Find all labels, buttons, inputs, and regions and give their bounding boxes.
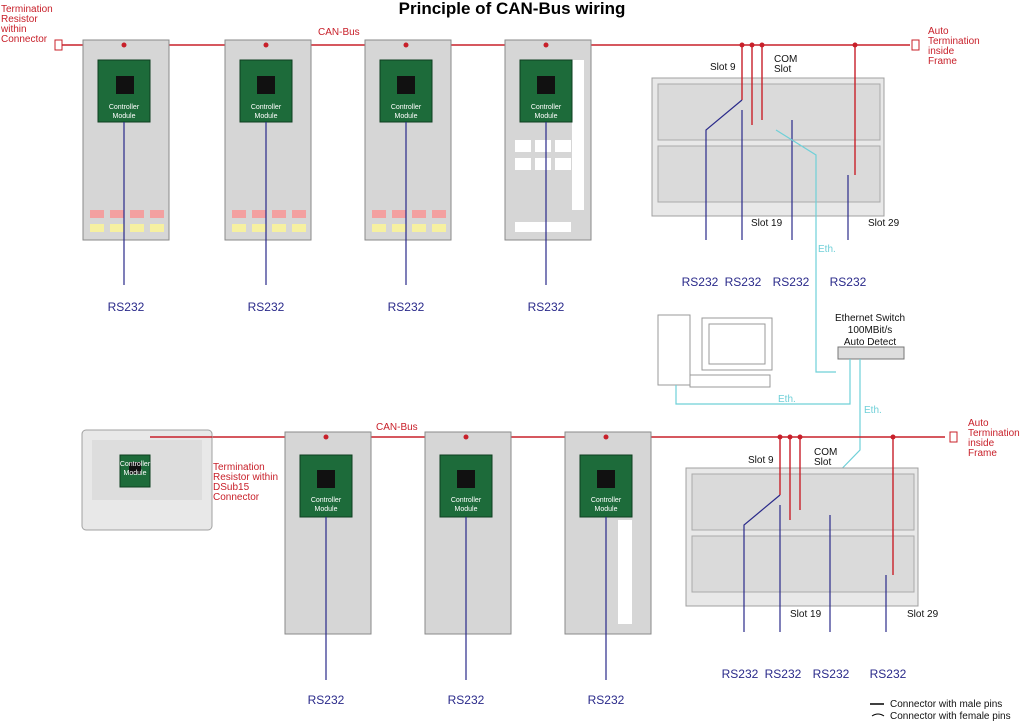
- svg-text:Connector: Connector: [1, 34, 48, 45]
- svg-text:Termination: Termination: [213, 462, 265, 473]
- top-panel-2-rs232: RS232: [248, 300, 285, 314]
- top-right-termination: Auto Termination inside Frame: [911, 26, 980, 67]
- svg-text:Auto Detect: Auto Detect: [844, 337, 896, 348]
- top-can-bus: CAN-Bus: [62, 27, 910, 46]
- svg-text:RS232: RS232: [448, 693, 485, 707]
- top-left-termination: Termination Resistor within Connector: [0, 4, 63, 51]
- bottom-frame: Slot 9 COM Slot Slot 19 Slot 29 RS232 RS…: [685, 434, 939, 681]
- svg-text:Controller: Controller: [109, 104, 140, 111]
- svg-text:RS232: RS232: [722, 667, 759, 681]
- svg-text:Termination: Termination: [928, 36, 980, 47]
- svg-text:DSub15: DSub15: [213, 482, 250, 493]
- top-panel-3-rs232: RS232: [388, 300, 425, 314]
- svg-text:RS232: RS232: [682, 275, 719, 289]
- svg-text:Controller: Controller: [591, 497, 622, 504]
- svg-text:Module: Module: [595, 506, 618, 513]
- svg-text:RS232: RS232: [773, 275, 810, 289]
- svg-text:Module: Module: [395, 113, 418, 120]
- svg-text:Termination: Termination: [968, 428, 1020, 439]
- svg-text:Controller: Controller: [531, 104, 562, 111]
- svg-text:Eth.: Eth.: [864, 405, 882, 416]
- svg-text:Auto: Auto: [968, 418, 989, 429]
- svg-text:Module: Module: [124, 470, 147, 477]
- svg-text:Controller: Controller: [251, 104, 282, 111]
- top-panel-1: Controller Module RS232: [82, 39, 170, 314]
- svg-text:Module: Module: [455, 506, 478, 513]
- svg-text:Controller: Controller: [311, 497, 342, 504]
- top-panel-1-rs232: RS232: [108, 300, 145, 314]
- svg-text:Module: Module: [255, 113, 278, 120]
- svg-text:Frame: Frame: [928, 56, 957, 67]
- bottom-can-bus-label: CAN-Bus: [376, 422, 418, 433]
- top-panel-3: Controller Module RS232: [364, 39, 452, 314]
- ethernet-switch: Ethernet Switch 100MBit/s Auto Detect: [835, 313, 905, 360]
- svg-text:RS232: RS232: [725, 275, 762, 289]
- svg-text:COM: COM: [814, 447, 837, 458]
- svg-text:Connector: Connector: [213, 492, 260, 503]
- svg-text:Slot 29: Slot 29: [907, 609, 939, 620]
- bottom-panel-3: Controller Module RS232: [564, 431, 652, 707]
- svg-text:Resistor: Resistor: [1, 14, 38, 25]
- svg-text:Slot 9: Slot 9: [748, 455, 774, 466]
- svg-text:Module: Module: [113, 113, 136, 120]
- svg-text:100MBit/s: 100MBit/s: [848, 325, 892, 336]
- bottom-small-panel: Controller Module Termination Resistor w…: [81, 429, 278, 531]
- svg-text:RS232: RS232: [870, 667, 907, 681]
- svg-text:Frame: Frame: [968, 448, 997, 459]
- svg-text:Eth.: Eth.: [778, 394, 796, 405]
- svg-text:Controller: Controller: [451, 497, 482, 504]
- svg-text:Slot 19: Slot 19: [790, 609, 822, 620]
- svg-text:RS232: RS232: [830, 275, 867, 289]
- svg-text:Controller: Controller: [120, 461, 151, 468]
- svg-text:Eth.: Eth.: [818, 244, 836, 255]
- svg-text:Slot: Slot: [774, 64, 791, 75]
- legend-female: Connector with female pins: [890, 711, 1011, 722]
- svg-text:RS232: RS232: [588, 693, 625, 707]
- svg-text:inside: inside: [928, 46, 955, 57]
- svg-text:Slot: Slot: [814, 457, 831, 468]
- top-panel-2: Controller Module RS232: [224, 39, 312, 314]
- top-slot9-label: Slot 9: [710, 62, 736, 73]
- pc: [657, 314, 773, 388]
- svg-text:Auto: Auto: [928, 26, 949, 37]
- top-can-bus-label: CAN-Bus: [318, 27, 360, 38]
- svg-text:inside: inside: [968, 438, 995, 449]
- svg-text:Ethernet Switch: Ethernet Switch: [835, 313, 905, 324]
- svg-text:within: within: [0, 24, 27, 35]
- svg-text:Module: Module: [535, 113, 558, 120]
- top-slot29-label: Slot 29: [868, 218, 900, 229]
- svg-text:RS232: RS232: [308, 693, 345, 707]
- bottom-panel-1: Controller Module RS232: [284, 431, 372, 707]
- top-panel-4: Controller Module RS232: [504, 39, 592, 314]
- bottom-right-termination: Auto Termination inside Frame: [949, 418, 1020, 459]
- svg-text:RS232: RS232: [765, 667, 802, 681]
- top-panel-4-rs232: RS232: [528, 300, 565, 314]
- diagram-title: Principle of CAN-Bus wiring: [399, 0, 626, 18]
- legend-male: Connector with male pins: [890, 699, 1002, 710]
- svg-text:RS232: RS232: [813, 667, 850, 681]
- svg-text:Module: Module: [315, 506, 338, 513]
- svg-text:Termination: Termination: [1, 4, 53, 15]
- svg-text:Resistor within: Resistor within: [213, 472, 278, 483]
- svg-text:Controller: Controller: [391, 104, 422, 111]
- legend: Connector with male pins Connector with …: [870, 699, 1011, 722]
- svg-text:COM: COM: [774, 54, 797, 65]
- top-frame: Slot 9 COM Slot Slot 19 Slot 29 RS232 RS…: [651, 42, 900, 373]
- top-slot19-label: Slot 19: [751, 218, 783, 229]
- bottom-panel-2: Controller Module RS232: [424, 431, 512, 707]
